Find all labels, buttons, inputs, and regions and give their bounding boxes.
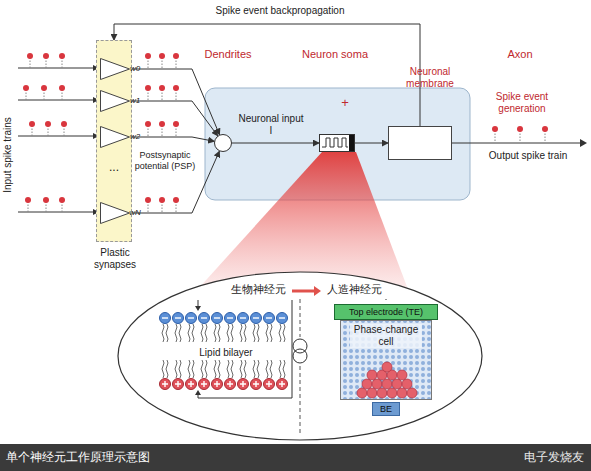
connector <box>130 101 218 136</box>
node-text: Top electrode (TE) <box>335 305 437 319</box>
edge-label-wrap: Spike event backpropagation <box>190 5 370 17</box>
triangle-shape <box>101 91 130 112</box>
triangle-outline <box>100 126 130 148</box>
soma-box: Neuron soma+Neuronal membraneSpike event… <box>205 88 470 200</box>
edge-label: Spike event backpropagation <box>190 5 370 17</box>
connector <box>114 24 420 126</box>
electrode-bar: Top electrode (TE) <box>334 304 438 320</box>
connector <box>130 151 219 213</box>
weight-label: w1 <box>103 96 167 105</box>
node-text: + <box>300 95 390 111</box>
node-text: Phase-change cell <box>350 324 422 348</box>
triangle-shape <box>101 127 130 148</box>
caption-wrap: 单个神经元工作原理示意图 <box>6 450 306 464</box>
diagram-label: 生物神经元 <box>226 283 290 296</box>
diagram-label-wrap: Axon <box>500 48 540 61</box>
phase-change-cell: Phase-change cell <box>340 320 432 400</box>
electrode-box: BE <box>372 402 400 416</box>
triangle-outline <box>100 58 130 80</box>
summing-node: + <box>214 134 232 152</box>
edge-label: Neuronal input I <box>236 113 306 137</box>
triangle-shape <box>101 59 130 80</box>
membrane-end <box>349 135 354 151</box>
process-box: Spike event generation <box>388 126 452 160</box>
diagram-label-wrap: Dendrites <box>200 48 256 61</box>
connector <box>355 143 388 144</box>
weight-label: wN <box>103 208 167 217</box>
diagram-label-wrap: Lipid bilayer <box>188 347 264 359</box>
triangle-shape <box>101 203 130 224</box>
diagram-label-wrap: ... <box>104 160 124 174</box>
weight-triangle: w2 <box>100 126 130 148</box>
edge-label-wrap: Neuronal input I <box>236 113 306 137</box>
diagram-label-wrap: Input spike trains <box>2 80 14 230</box>
diagram-label: ... <box>104 160 124 174</box>
caption: 单个神经元工作原理示意图 <box>6 450 306 464</box>
connector <box>130 69 220 135</box>
diagram-label-wrap: 生物神经元 <box>226 283 290 296</box>
node-text: Plastic synapses <box>83 247 147 271</box>
weight-label: w2 <box>103 132 167 141</box>
diagram-label: Postsynaptic potential (PSP) <box>134 150 196 172</box>
node-text: Neuron soma <box>290 48 380 61</box>
membrane-box: Neuronal membrane <box>300 106 374 152</box>
diagram-label: 电子发烧友 <box>496 450 584 464</box>
connector <box>130 137 214 141</box>
membrane-symbol <box>319 134 355 152</box>
square-wave <box>320 135 354 151</box>
diagram-label-wrap: 人造神经元 <box>322 283 386 296</box>
diagram-label: 人造神经元 <box>322 283 386 296</box>
node-text: BE <box>373 403 399 415</box>
node-text: Neuronal membrane <box>385 66 475 90</box>
triangle-outline <box>100 202 130 224</box>
node-text: Spike event generation <box>477 91 567 115</box>
wave-line <box>322 138 348 147</box>
diagram-label: Output spike train <box>476 150 580 162</box>
diagram-label: Lipid bilayer <box>188 347 264 359</box>
diagram-label-wrap: Output spike train <box>476 150 580 162</box>
diagram-label-wrap: 电子发烧友 <box>496 450 584 464</box>
synapse-band: Plastic synapsesw0w1w2wN <box>96 40 132 242</box>
weight-triangle: w1 <box>100 90 130 112</box>
weight-triangle: w0 <box>100 58 130 80</box>
connector <box>232 143 319 144</box>
diagram-label: Axon <box>500 48 540 61</box>
weight-triangle: wN <box>100 202 130 224</box>
diagram-label: Input spike trains <box>2 80 14 230</box>
weight-label: w0 <box>103 64 167 73</box>
diagram-label: Dendrites <box>200 48 256 61</box>
triangle-outline <box>100 90 130 112</box>
diagram-label-wrap: Postsynaptic potential (PSP) <box>134 150 196 172</box>
